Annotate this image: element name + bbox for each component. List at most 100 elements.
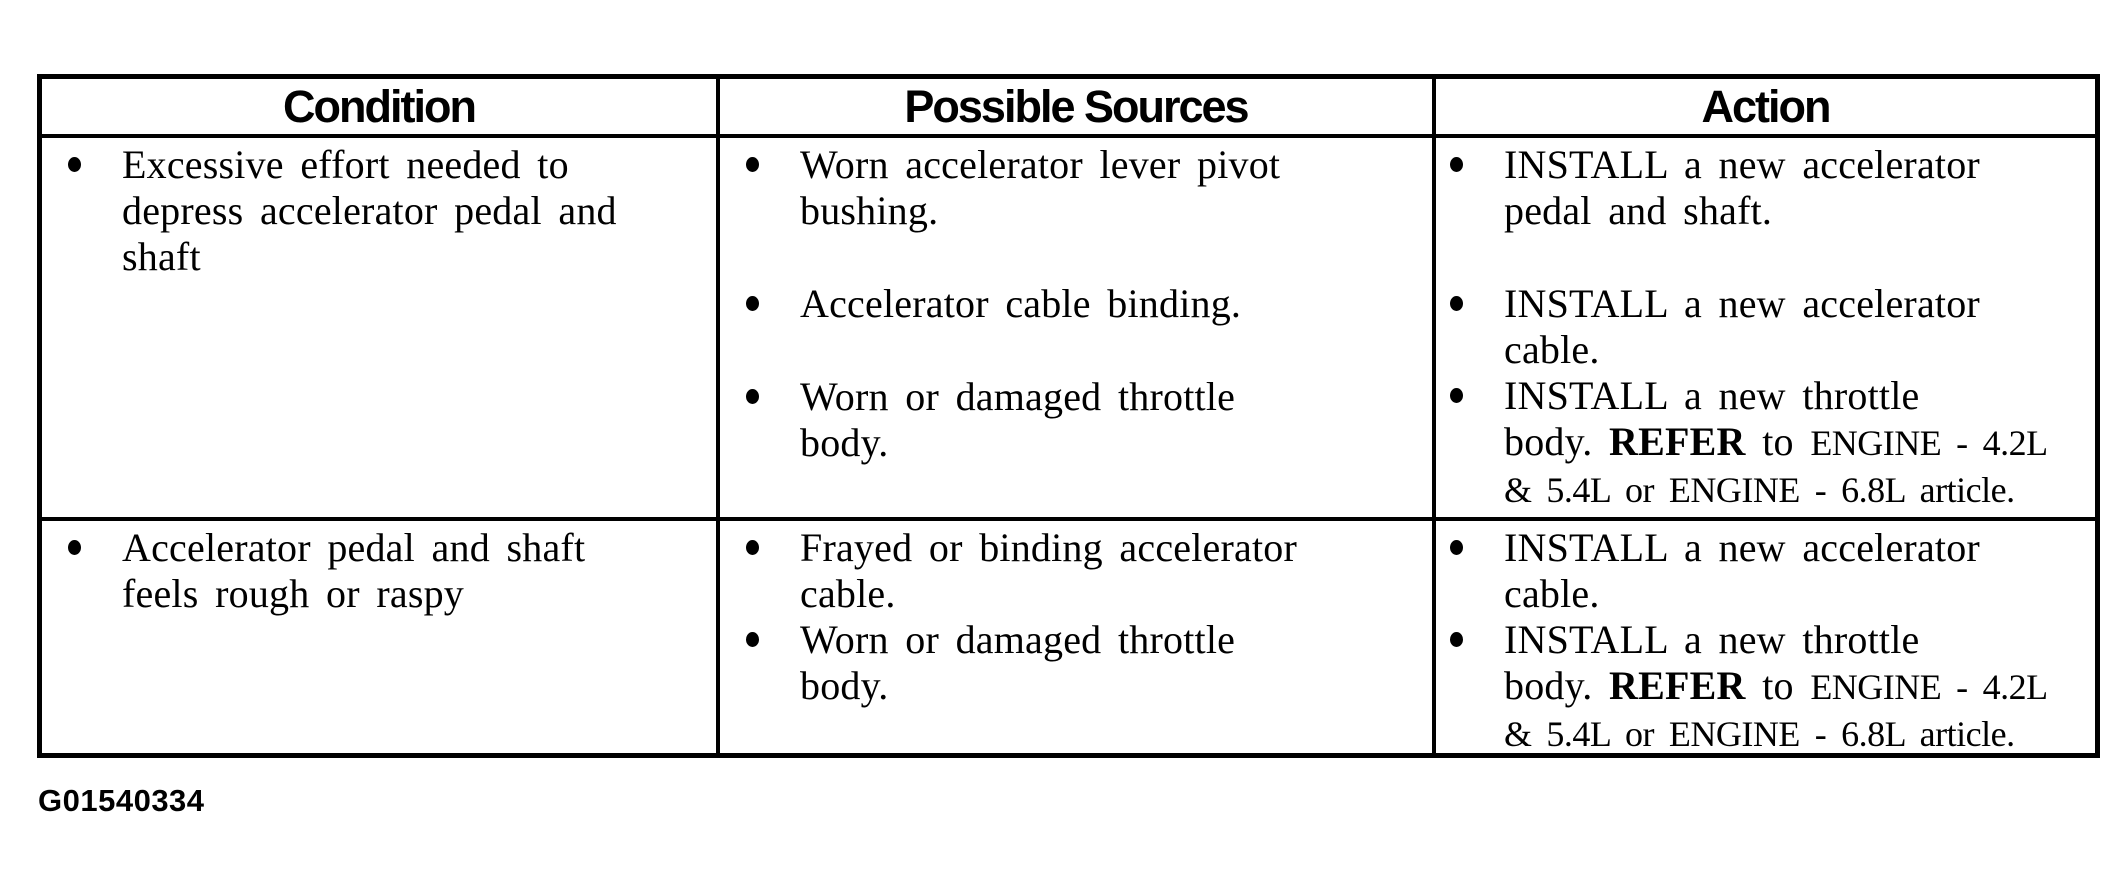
column-header-condition: Condition [42, 79, 720, 134]
text-line: cable. [1504, 571, 2089, 617]
emphasis-text: REFER [1609, 419, 1746, 464]
bullet-icon [746, 296, 759, 311]
text-line: Accelerator cable binding. [800, 281, 1426, 327]
bullet [746, 281, 800, 327]
figure-id-label: G01540334 [38, 783, 205, 818]
body-text: Worn or damaged throttle [800, 374, 1236, 419]
text-line: body. REFER to ENGINE - 4.2L [1504, 419, 2089, 466]
text-line: INSTALL a new accelerator [1504, 281, 2089, 327]
bullet [1450, 617, 1504, 757]
bullet-icon [68, 540, 81, 555]
body-text: body. [800, 663, 889, 708]
bullet [746, 142, 800, 234]
bullet-icon [68, 157, 81, 172]
text-line: INSTALL a new throttle [1504, 617, 2089, 663]
column-header-action: Action [1701, 80, 1832, 132]
body-text: INSTALL a new throttle [1504, 617, 1920, 662]
emphasis-text: REFER [1609, 663, 1746, 708]
reference-text: ENGINE - 4.2L [1810, 423, 2048, 463]
body-text: Frayed or binding accelerator [800, 525, 1298, 570]
list-item: Accelerator cable binding. [746, 281, 1426, 327]
text-line: feels rough or raspy [122, 571, 710, 617]
text-line: bushing. [800, 188, 1426, 234]
body-text: body. [800, 420, 889, 465]
diagnostic-table: Condition Possible Sources Action Excess… [37, 74, 2100, 758]
body-text: body. [1504, 663, 1610, 708]
bullet [68, 142, 122, 280]
text-line: Excessive effort needed to [122, 142, 710, 188]
body-text: cable. [1504, 327, 1600, 372]
table-header-row: Condition Possible Sources Action [42, 79, 2095, 138]
body-text: INSTALL a new throttle [1504, 373, 1920, 418]
bullet-icon [1450, 540, 1463, 555]
body-text: cable. [800, 571, 896, 616]
bullet [1450, 373, 1504, 513]
body-text: bushing. [800, 188, 939, 233]
body-text: to [1745, 663, 1811, 708]
text-line: Accelerator pedal and shaft [122, 525, 710, 571]
text-line: & 5.4L or ENGINE - 6.8L article. [1504, 710, 2089, 757]
body-text: cable. [1504, 571, 1600, 616]
text-line: body. [800, 420, 1426, 466]
bullet [1450, 525, 1504, 617]
body-text: feels rough or raspy [122, 571, 464, 616]
body-text: INSTALL a new accelerator [1504, 142, 1980, 187]
text-line: INSTALL a new accelerator [1504, 525, 2089, 571]
body-text: shaft [122, 234, 201, 279]
body-text: to [1745, 419, 1811, 464]
reference-text: ENGINE - 4.2L [1810, 667, 2048, 707]
body-text: Excessive effort needed to [122, 142, 569, 187]
text-line: pedal and shaft. [1504, 188, 2089, 234]
reference-text: & 5.4L or ENGINE - 6.8L article. [1504, 470, 2015, 510]
body-text: depress accelerator pedal and [122, 188, 617, 233]
bullet [746, 617, 800, 709]
bullet-icon [1450, 296, 1463, 311]
text-line: cable. [800, 571, 1426, 617]
bullet-icon [746, 632, 759, 647]
text-line: depress accelerator pedal and [122, 188, 710, 234]
bullet [746, 525, 800, 617]
bullet [68, 525, 122, 617]
text-line: Worn or damaged throttle [800, 617, 1426, 663]
body-text: pedal and shaft. [1504, 188, 1773, 233]
body-text: Accelerator cable binding. [800, 281, 1242, 326]
body-text: body. [1504, 419, 1610, 464]
text-line: body. REFER to ENGINE - 4.2L [1504, 663, 2089, 710]
text-line: cable. [1504, 327, 2089, 373]
text-line: Worn accelerator lever pivot [800, 142, 1426, 188]
bullet [746, 374, 800, 466]
body-text: Worn accelerator lever pivot [800, 142, 1281, 187]
bullet [1450, 281, 1504, 373]
text-line: & 5.4L or ENGINE - 6.8L article. [1504, 466, 2089, 513]
column-header-possible-sources: Possible Sources [720, 79, 1436, 134]
body-text: INSTALL a new accelerator [1504, 281, 1980, 326]
text-line: body. [800, 663, 1426, 709]
